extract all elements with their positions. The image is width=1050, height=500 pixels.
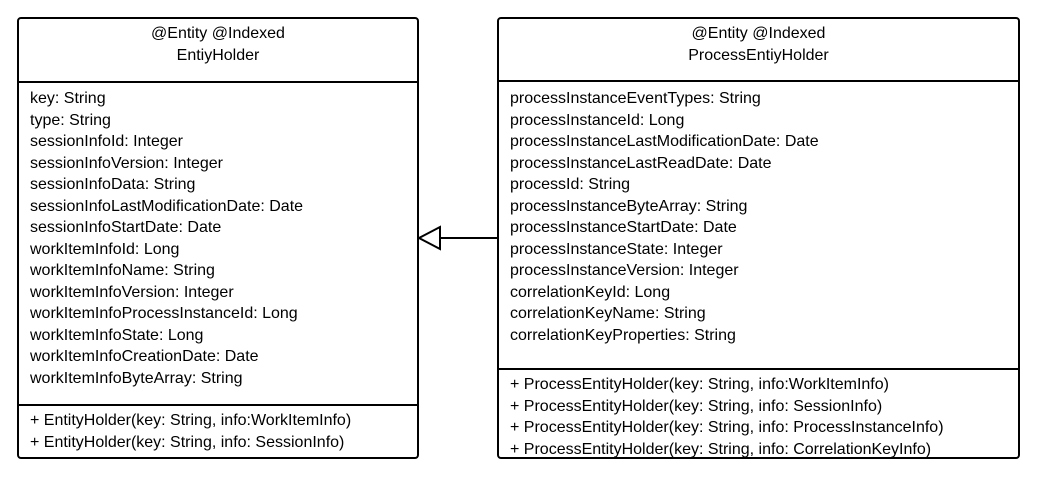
attribute: processInstanceEventTypes: String [510,90,761,107]
class-name: EntiyHolder [176,47,260,64]
class-name: ProcessEntiyHolder [688,47,829,64]
method: + ProcessEntityHolder(key: String, info:… [510,419,944,436]
attribute: workItemInfoVersion: Integer [30,283,234,301]
attribute: workItemInfoProcessInstanceId: Long [30,305,298,322]
attribute: key: String [30,90,106,107]
attribute: processInstanceId: Long [510,111,685,129]
attribute: processInstanceLastReadDate: Date [510,154,772,172]
attribute: processInstanceVersion: Integer [510,262,739,279]
generalization-arrowhead [416,225,441,251]
attribute: processId: String [510,176,631,193]
class-header: @Entity @Indexed EntiyHolder [19,19,417,83]
attributes-compartment: key: String type: String sessionInfoId: … [19,83,417,406]
method: + EntityHolder(key: String, info:WorkIte… [30,412,352,429]
attribute: processInstanceLastModificationDate: Dat… [510,133,819,150]
class-processentiyholder[interactable]: @Entity @Indexed ProcessEntiyHolder proc… [497,17,1020,459]
attribute: processInstanceStartDate: Date [510,219,737,236]
attribute: correlationKeyId: Long [510,283,671,301]
class-stereotype: @Entity @Indexed [691,25,826,42]
method: + ProcessEntityHolder(key: String, info:… [510,397,883,415]
attribute: correlationKeyName: String [510,305,706,322]
attribute: sessionInfoId: Integer [30,133,183,150]
method: + EntityHolder(key: String, info: Sessio… [30,433,345,451]
class-stereotype: @Entity @Indexed [151,25,285,42]
attribute: type: String [30,111,111,129]
attribute: workItemInfoId: Long [30,240,180,258]
attribute: sessionInfoStartDate: Date [30,219,222,236]
attribute: processInstanceState: Integer [510,240,723,258]
attribute: processInstanceByteArray: String [510,197,748,215]
attribute: workItemInfoByteArray: String [30,369,243,387]
methods-compartment: + ProcessEntityHolder(key: String, info:… [499,370,1018,460]
attribute: workItemInfoName: String [30,262,215,279]
attribute: sessionInfoData: String [30,176,196,193]
attribute: workItemInfoCreationDate: Date [30,348,259,365]
attribute: sessionInfoVersion: Integer [30,154,224,172]
method: + ProcessEntityHolder(key: String, info:… [510,376,889,393]
class-entiyholder[interactable]: @Entity @Indexed EntiyHolder key: String… [17,17,419,459]
class-header: @Entity @Indexed ProcessEntiyHolder [499,19,1018,82]
attribute: sessionInfoLastModificationDate: Date [30,197,304,215]
attribute: workItemInfoState: Long [30,326,204,344]
method: + ProcessEntityHolder(key: String, info:… [510,440,932,458]
methods-compartment: + EntityHolder(key: String, info:WorkIte… [19,406,417,453]
attribute: correlationKeyProperties: String [510,326,736,344]
attributes-compartment: processInstanceEventTypes: String proces… [499,82,1018,370]
